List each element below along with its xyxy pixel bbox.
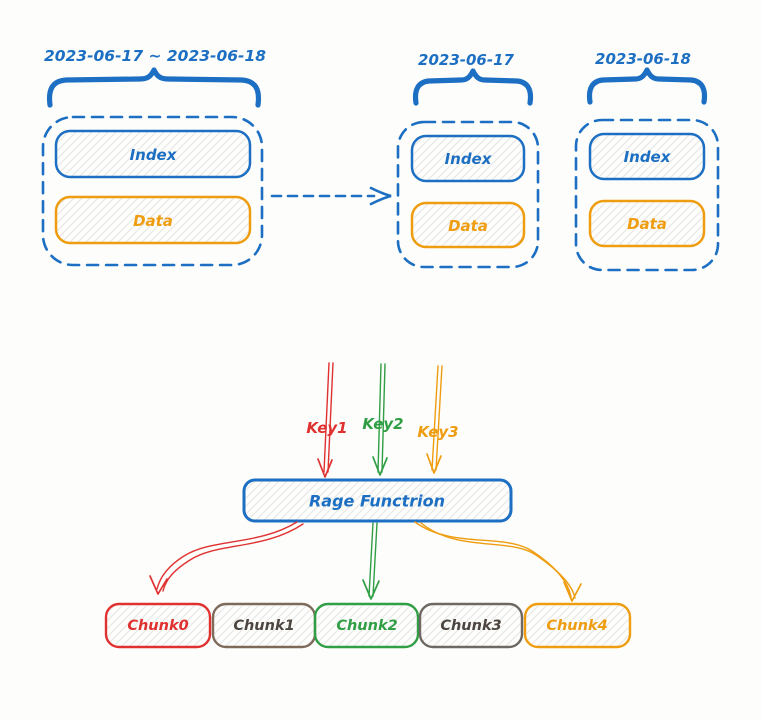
key3-arrow-line: [435, 365, 443, 471]
arrow-to-chunk4-line: [420, 522, 576, 599]
chunk1-label: Chunk1: [233, 618, 294, 634]
arrow-to-chunk4-line: [414, 521, 572, 598]
key1-label: Key1: [306, 419, 347, 437]
day1-data-box: Data: [410, 201, 526, 249]
key1-arrowhead: [317, 458, 333, 478]
day1-index-box: Index: [410, 134, 526, 183]
key1-arrow-line: [323, 362, 330, 473]
range-data-label: Data: [133, 212, 173, 230]
key1-arrow: [317, 362, 334, 478]
day2-index-label: Index: [624, 148, 672, 166]
chunk-box: Chunk0: [104, 602, 212, 649]
arrow-to-chunk2-head: [362, 579, 380, 600]
date-range-brace: [46, 67, 262, 108]
keys-group: Key1 Key2 Key3: [306, 362, 459, 478]
range-index-label: Index: [130, 146, 178, 164]
range-function-label: Rage Functrion: [309, 492, 445, 511]
day1-date-label: 2023-06-17: [418, 51, 515, 69]
date-range-label: 2023-06-17 ~ 2023-06-18: [44, 47, 266, 65]
chunk3-rect: [418, 602, 524, 649]
day1-group: 2023-06-17 Index Data: [396, 51, 540, 269]
arrow-to-chunk0-head: [149, 575, 168, 595]
key3-label: Key3: [417, 423, 458, 441]
chunk3-label: Chunk3: [440, 618, 501, 634]
key2-label: Key2: [362, 415, 403, 433]
key3-arrowhead: [426, 453, 442, 474]
key2-arrow: [372, 363, 388, 476]
range-function-rect: [242, 478, 513, 523]
arrow-to-chunk0-line: [156, 521, 298, 590]
arrow-to-chunk4-head: [563, 581, 582, 602]
arrow-to-chunk2-line: [368, 522, 374, 597]
key2-arrow-line: [381, 363, 386, 473]
arrow-to-chunk4: [414, 521, 582, 602]
key2-arrowhead: [372, 456, 388, 476]
chunk-box: Chunk2: [313, 602, 420, 649]
day2-data-rect: [588, 199, 706, 248]
arrow-to-chunk2-line: [372, 522, 378, 597]
day2-index-box: Index: [588, 132, 706, 181]
chunk-box: Chunk1: [211, 602, 317, 649]
range-index-rect: [54, 129, 252, 179]
range-data-box: Data: [54, 195, 252, 245]
day2-data-box: Data: [588, 199, 706, 248]
day2-brace: [586, 67, 708, 105]
range-index-box: Index: [54, 129, 252, 179]
arrow-to-chunk0: [149, 521, 304, 595]
range-split-arrow: [270, 186, 392, 206]
key3-arrow-line: [431, 365, 439, 471]
chunk4-label: Chunk4: [546, 618, 607, 634]
arrow-to-chunk0-line: [162, 523, 304, 592]
arrow-to-chunk2: [362, 522, 380, 600]
day1-index-label: Index: [445, 150, 493, 168]
key1-arrow-line: [327, 362, 334, 473]
chunk-box: Chunk3: [418, 602, 524, 649]
day1-data-label: Data: [448, 217, 488, 235]
day1-index-rect: [410, 134, 526, 183]
chunk2-rect: [313, 602, 420, 649]
day1-brace: [412, 68, 534, 106]
key2-arrow-line: [377, 363, 382, 473]
day2-index-rect: [588, 132, 706, 181]
chunk2-label: Chunk2: [336, 618, 397, 634]
day1-data-rect: [410, 201, 526, 249]
range-container-box: [41, 115, 264, 267]
chunk0-label: Chunk0: [127, 618, 188, 634]
range-data-rect: [54, 195, 252, 245]
chunk-box: Chunk4: [523, 602, 632, 649]
chunk0-rect: [104, 602, 212, 649]
day2-data-label: Data: [627, 215, 667, 233]
chunk4-rect: [523, 602, 632, 649]
range-function-box: Rage Functrion: [242, 478, 513, 523]
day1-container-box: [396, 120, 540, 269]
range-split-arrowhead: [369, 186, 392, 206]
day2-container-box: [574, 118, 720, 272]
day2-group: 2023-06-18 Index Data: [574, 50, 720, 272]
day2-date-label: 2023-06-18: [595, 50, 691, 68]
date-range-group: 2023-06-17 ~ 2023-06-18 Index Data: [41, 47, 266, 267]
key3-arrow: [426, 365, 443, 474]
